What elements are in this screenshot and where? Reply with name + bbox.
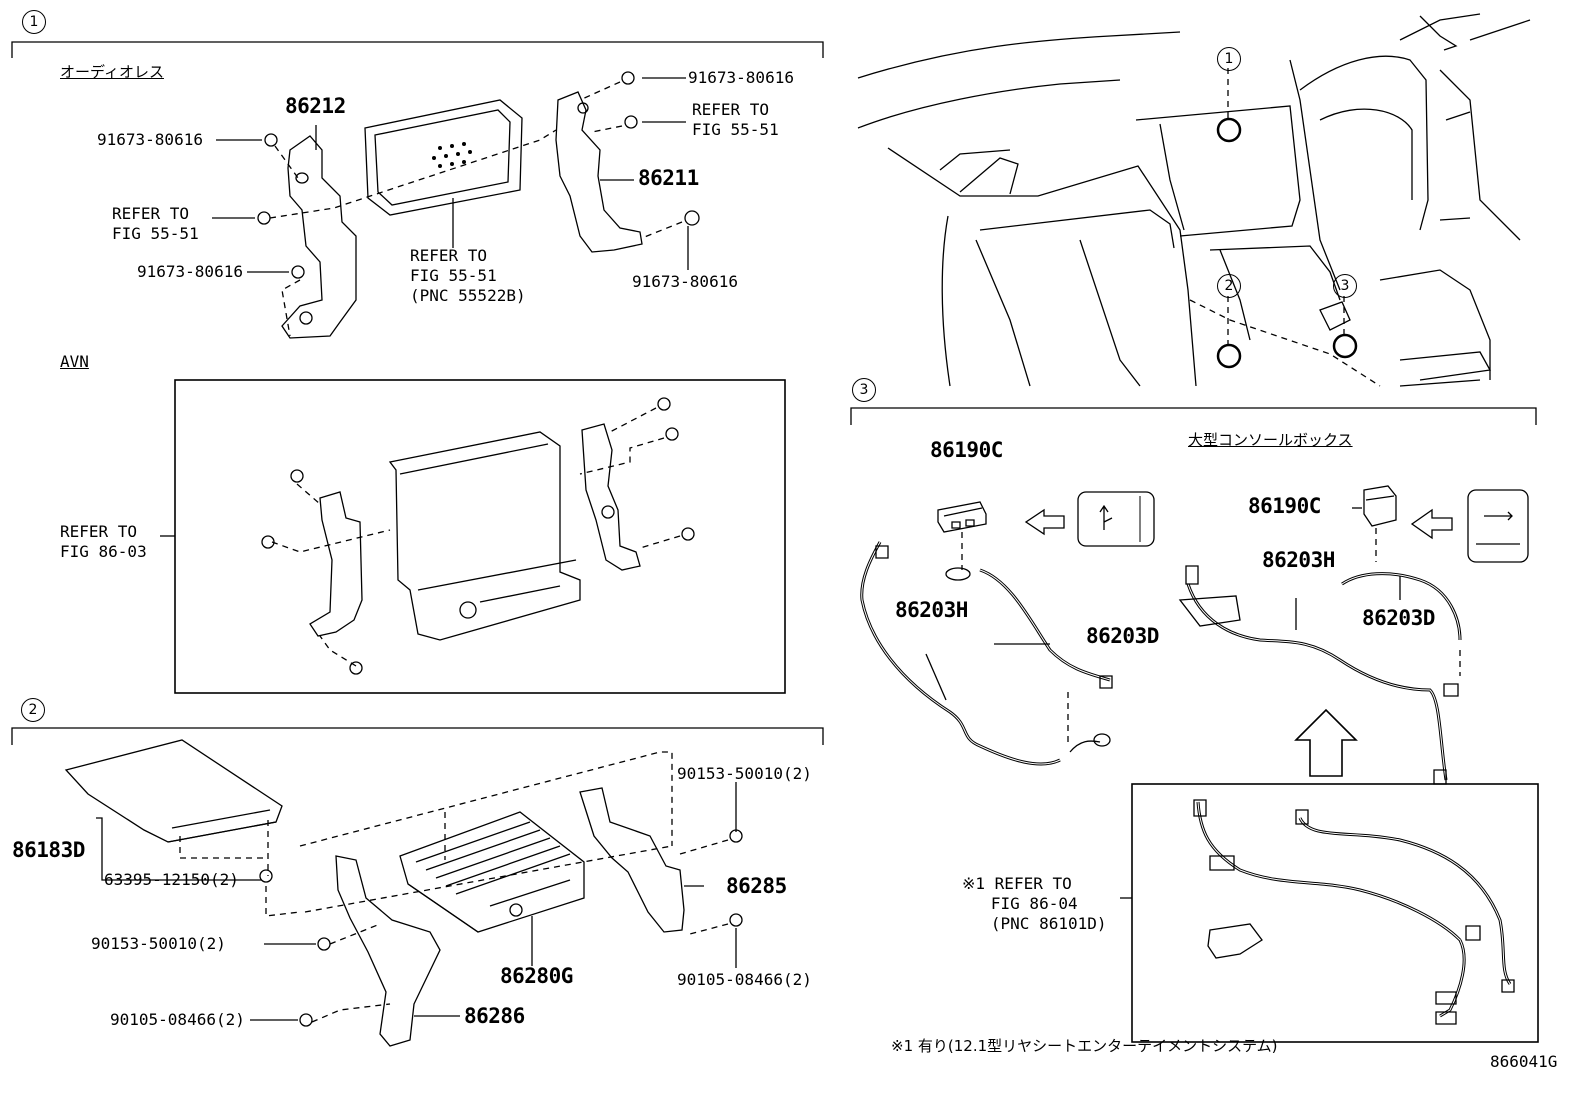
part-86203d-right-label: 86203D xyxy=(1362,606,1435,630)
variant-large-console-label: 大型コンソールボックス xyxy=(1188,431,1353,449)
section-marker-2: 2 xyxy=(21,698,45,722)
fastener-label-5: 90105-08466(2) xyxy=(110,1010,245,1029)
fastener-label-2: 63395-12150(2) xyxy=(104,870,239,889)
bolt-label-3: 91673-80616 xyxy=(688,68,794,87)
fastener-label-3: 90153-50010(2) xyxy=(91,934,226,953)
fastener-label-1: 90153-50010(2) xyxy=(677,764,812,783)
refer-fig-55-51-left: REFER TO FIG 55-51 xyxy=(112,204,199,243)
section-marker-1: 1 xyxy=(22,10,46,34)
part-86285-label: 86285 xyxy=(726,874,787,898)
refer-pnc-55522b: REFER TO FIG 55-51 (PNC 55522B) xyxy=(410,246,526,305)
refer-note-fig-86-04: ※1 REFER TO FIG 86-04 (PNC 86101D) xyxy=(962,874,1107,933)
overview-marker-1: 1 xyxy=(1217,47,1241,71)
bolt-label-1: 91673-80616 xyxy=(97,130,203,149)
variant-avn-label: AVN xyxy=(60,352,89,371)
section-marker-3: 3 xyxy=(852,378,876,402)
overview-marker-3: 3 xyxy=(1333,274,1357,298)
part-86190c-left-label: 86190C xyxy=(930,438,1003,462)
part-86211-label: 86211 xyxy=(638,166,699,190)
bolt-label-2: 91673-80616 xyxy=(137,262,243,281)
footnote: ※1 有り(12.1型リヤシートエンターテイメントシステム) xyxy=(891,1037,1278,1055)
refer-fig-55-51-right: REFER TO FIG 55-51 xyxy=(692,100,779,139)
part-86203h-left-label: 86203H xyxy=(895,598,968,622)
overview-marker-2: 2 xyxy=(1217,274,1241,298)
refer-fig-86-03: REFER TO FIG 86-03 xyxy=(60,522,147,561)
part-86183d-label: 86183D xyxy=(12,838,85,862)
part-86280g-label: 86280G xyxy=(500,964,573,988)
variant-audioless-label: オーディオレス xyxy=(60,63,164,81)
part-86212-label: 86212 xyxy=(285,94,346,118)
part-86190c-right-label: 86190C xyxy=(1248,494,1321,518)
part-86203d-left-label: 86203D xyxy=(1086,624,1159,648)
part-86203h-right-label: 86203H xyxy=(1262,548,1335,572)
figure-code: 866041G xyxy=(1490,1052,1558,1071)
fastener-label-4: 90105-08466(2) xyxy=(677,970,812,989)
bolt-label-4: 91673-80616 xyxy=(632,272,738,291)
part-86286-label: 86286 xyxy=(464,1004,525,1028)
